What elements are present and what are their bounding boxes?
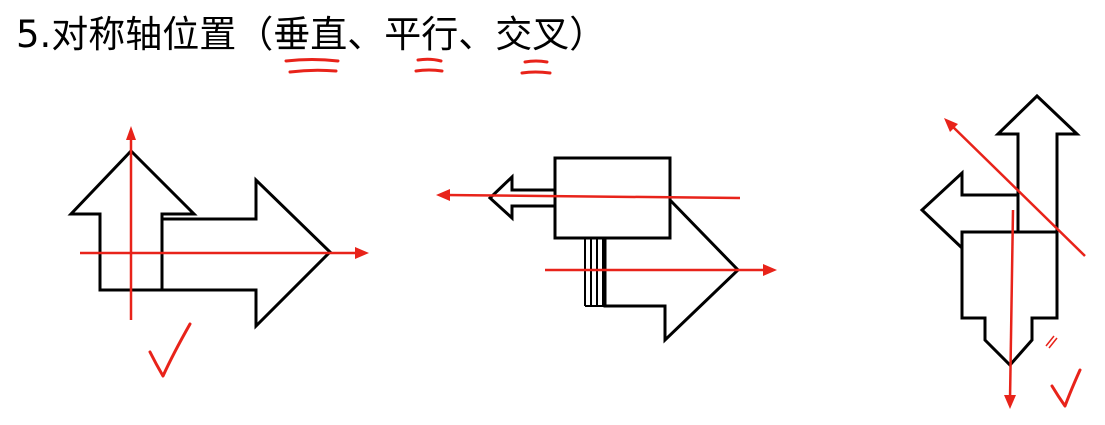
diagonal-axis [949,123,1086,257]
vertical-axis-arrowhead [126,126,136,140]
lower-axis-arrowhead [763,264,777,276]
left-arrow-shape [487,173,555,222]
diagonal-axis-arrowhead [944,118,958,132]
left-arrow-shape [919,169,1018,252]
axes-parallel [436,189,777,276]
underline-intersect-1 [523,59,549,64]
figure-perpendicular [67,126,369,378]
page-title: 5.对称轴位置（垂直、平行、交叉） [16,13,607,56]
hatched-stem [584,238,605,307]
underline-parallel-2 [414,68,444,73]
right-arrow-shape [160,176,333,330]
right-arrow-shape [603,198,741,344]
axes-perpendicular [80,126,369,320]
figure-intersecting [919,93,1086,409]
pen-cursor-icon [1045,335,1058,349]
title-underlines [284,57,552,75]
upper-axis-arrowhead [436,189,450,201]
upper-axis [444,193,741,200]
horizontal-axis-arrowhead [355,247,369,259]
check-mark [148,322,192,378]
vertical-axis-arrowhead [1004,395,1016,409]
underline-parallel-1 [416,57,443,63]
vertical-axis [1008,209,1015,401]
body-and-down-arrow-shape [960,230,1059,368]
underline-perpendicular-1 [284,58,340,63]
underline-perpendicular-2 [288,68,338,74]
up-arrow-shape [994,93,1081,232]
check-mark [1050,368,1082,408]
underline-intersect-2 [520,70,552,75]
axes-intersecting [944,118,1086,409]
figure-parallel [436,156,777,344]
